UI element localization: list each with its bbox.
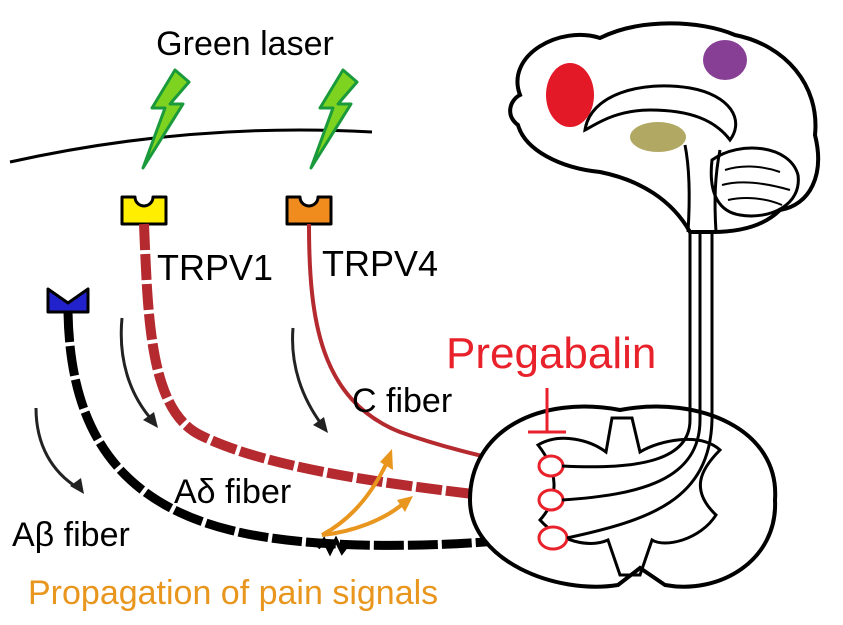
green-laser-label: Green laser [156, 25, 334, 63]
laser-bolt-icon-right [309, 68, 359, 170]
cerebellum-folds [721, 165, 791, 206]
a-beta-fiber-label: Aβ fiber [12, 516, 130, 554]
inhibition-t-icon [528, 388, 566, 434]
brain-region-olive [630, 122, 686, 152]
a-beta-fiber [63, 311, 543, 550]
trpv1-label: TRPV1 [157, 247, 273, 288]
brain-region-purple [703, 40, 747, 80]
synapse-circles [537, 454, 569, 551]
trpv1-receptor-icon [120, 195, 168, 226]
a-beta-receptor-icon [46, 287, 90, 314]
corpus-callosum [583, 84, 738, 143]
propagation-label: Propagation of pain signals [28, 574, 438, 612]
propagation-arrows [321, 459, 407, 537]
c-fiber-label: C fiber [352, 382, 452, 420]
a-delta-fiber-label: Aδ fiber [174, 473, 291, 511]
ascending-tracts [561, 230, 714, 540]
spinal-cord-outline [467, 404, 778, 589]
trpv4-label: TRPV4 [322, 243, 438, 284]
arrow-heads [70, 412, 328, 494]
trpv4-receptor-icon [285, 195, 333, 226]
laser-bolt-icon-left [141, 68, 191, 170]
pregabalin-label: Pregabalin [446, 329, 656, 378]
spinal-gray-matter [535, 416, 723, 577]
a-delta-fiber [139, 223, 526, 505]
signal-direction-arrows [34, 317, 324, 490]
signal-zigzag [316, 535, 350, 557]
brain-region-red [546, 63, 594, 127]
brainstem [683, 144, 722, 233]
